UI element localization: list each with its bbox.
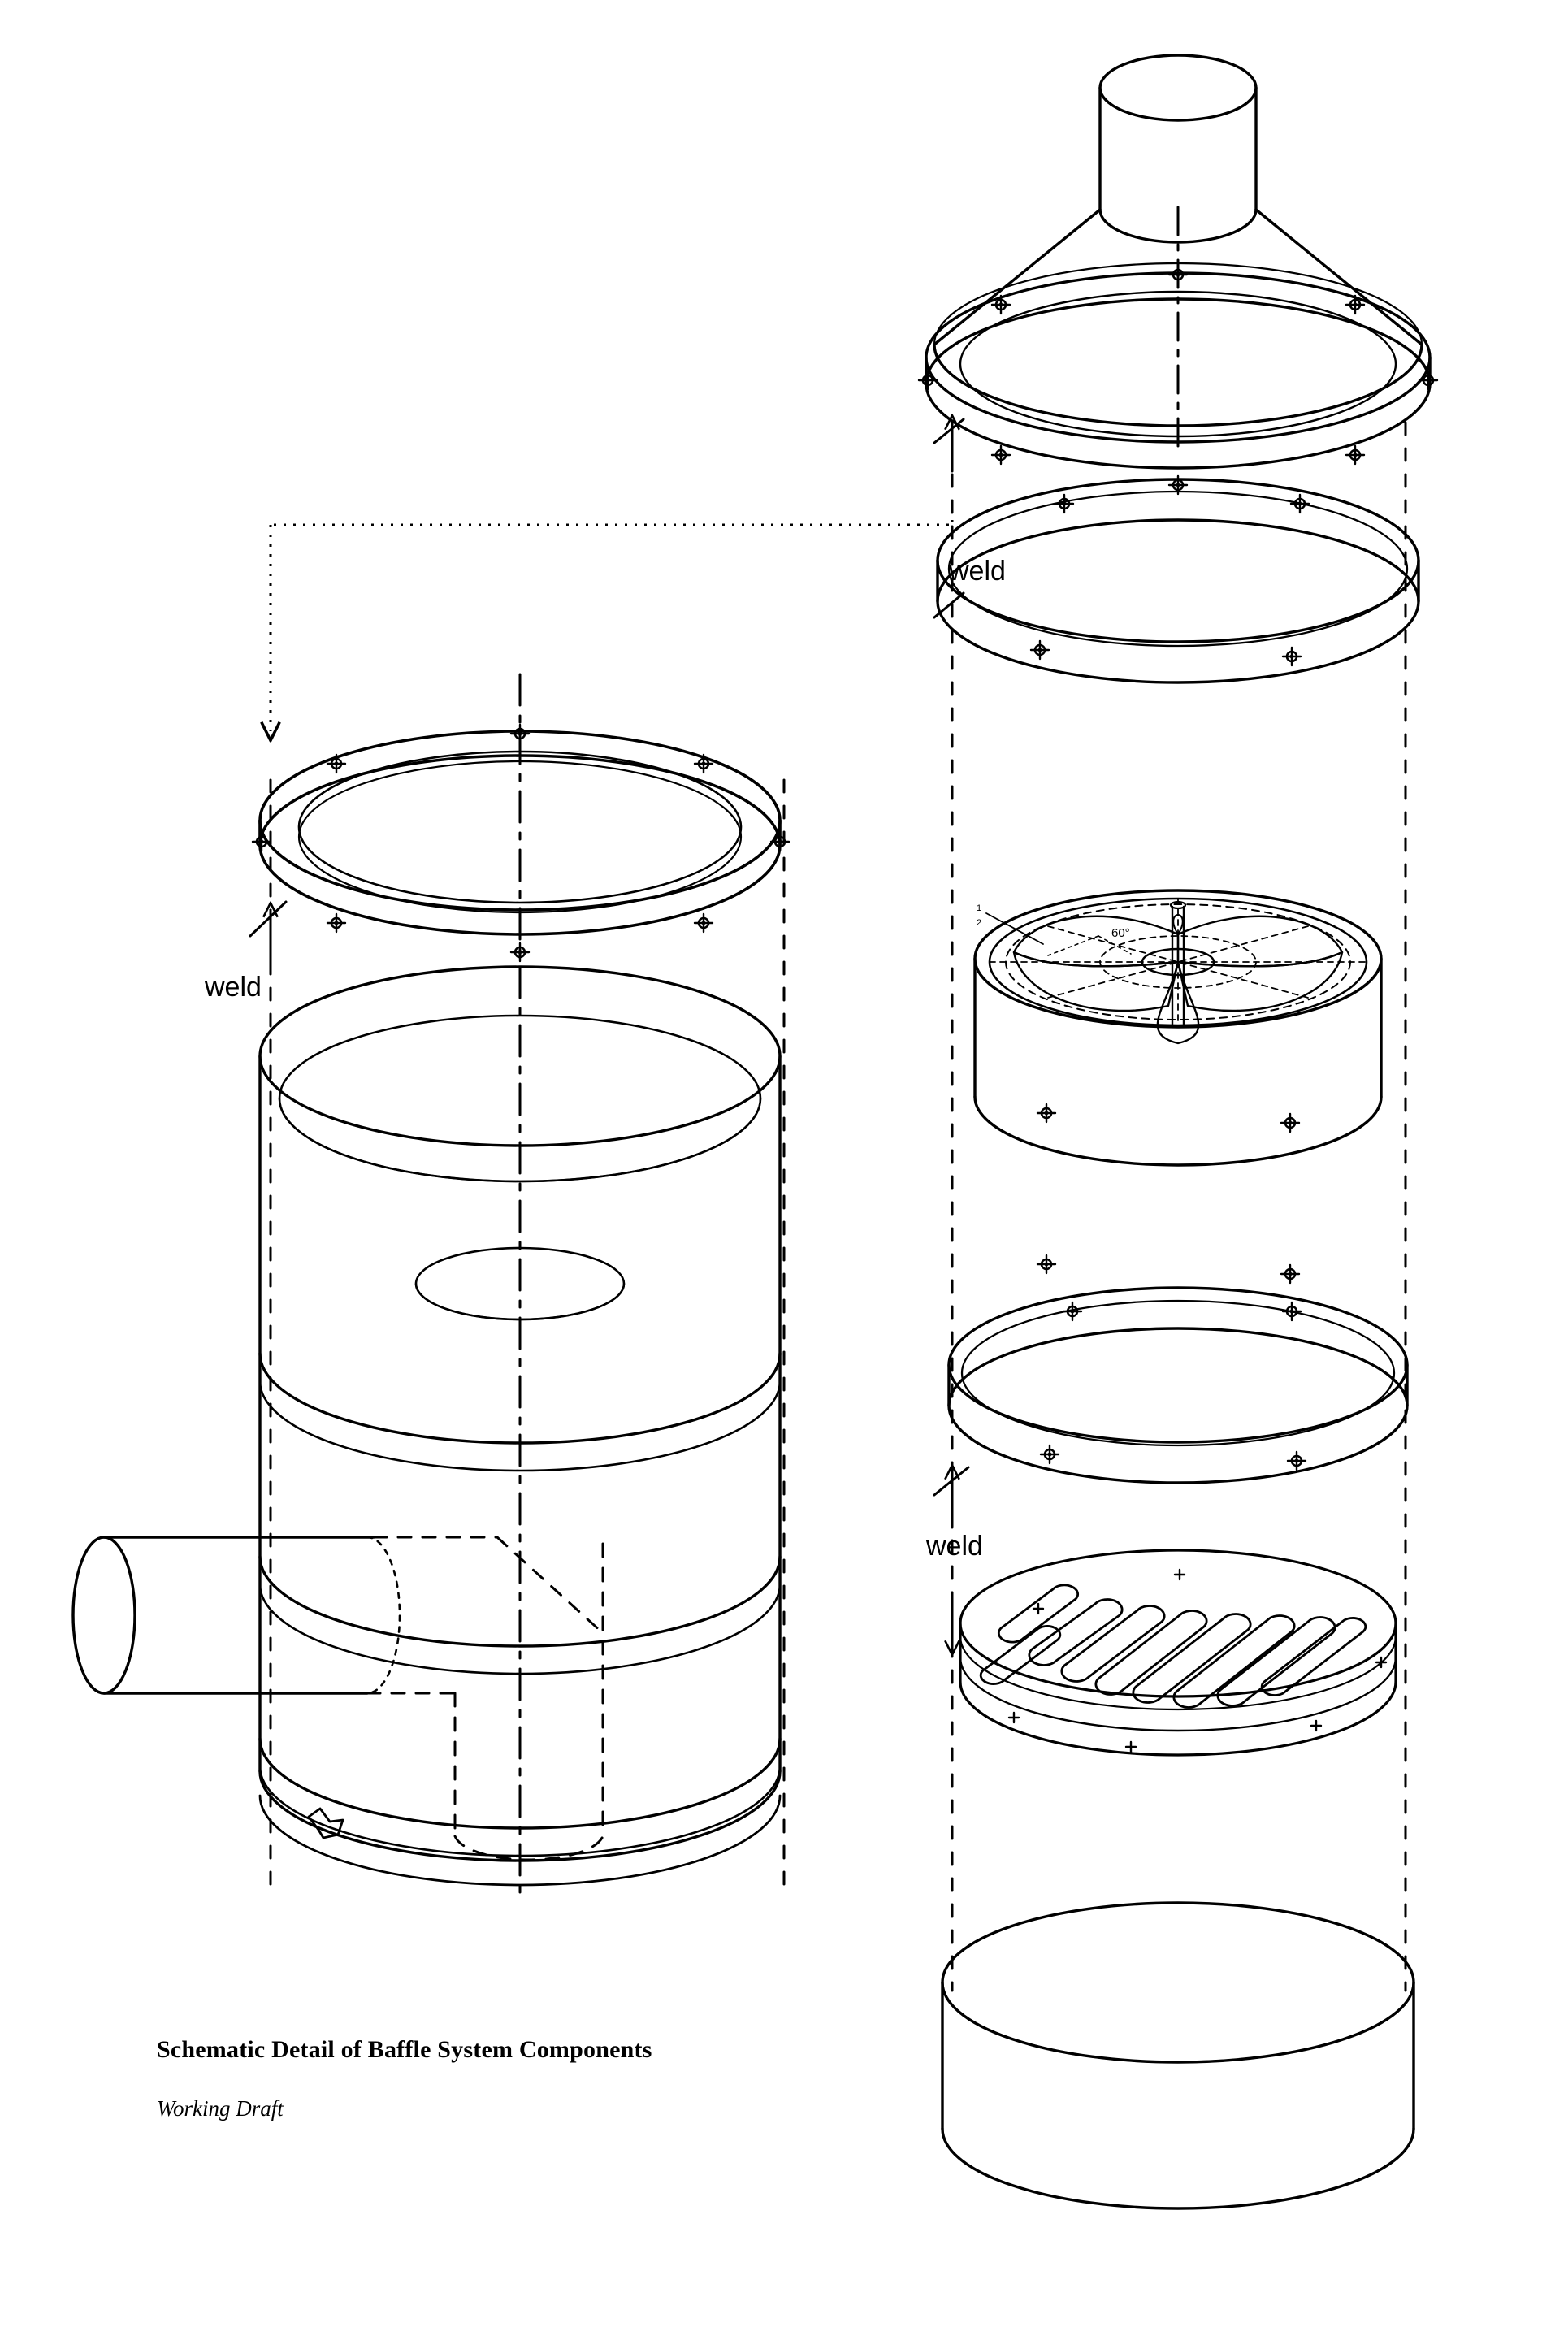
inlet-duct-hidden xyxy=(366,1536,604,1861)
spacer-ring xyxy=(936,478,1420,684)
lower-ring xyxy=(947,1286,1409,1484)
page-title: Schematic Detail of Baffle System Compon… xyxy=(157,2036,652,2063)
cone-to-flange-leader xyxy=(271,520,954,731)
weld-tick-lower-right xyxy=(933,1466,970,1497)
weld-label-left: weld xyxy=(205,972,262,1003)
impeller-housing xyxy=(973,889,1383,1167)
blade-angle-label: 60° xyxy=(1111,926,1130,940)
drum-body xyxy=(258,965,782,1887)
weld-tick-upper-right xyxy=(933,418,965,444)
baffle-plate-fasteners xyxy=(1007,1568,1388,1753)
construction-lines xyxy=(951,421,1407,1992)
impeller-housing-bolts xyxy=(1036,1103,1301,1285)
baffle-plate-slots xyxy=(979,1584,1367,1709)
impeller-callout-leader xyxy=(985,912,1044,945)
impeller-fan xyxy=(988,897,1368,1045)
weld-label-lower-right: weld xyxy=(926,1531,983,1562)
base-collar xyxy=(941,1901,1415,2210)
impeller-callout-1: 1 xyxy=(977,904,982,913)
page-subtitle: Working Draft xyxy=(157,2096,284,2121)
drain-fitting xyxy=(307,1807,344,1840)
inlet-pipe xyxy=(71,1536,401,1695)
weld-label-upper-right: weld xyxy=(949,556,1006,587)
impeller-callout-2: 2 xyxy=(977,918,982,928)
baffle-plate xyxy=(959,1549,1397,1757)
weld-tick-left xyxy=(249,900,288,938)
stack-cylinder xyxy=(1098,54,1258,244)
spacer-ring-weld-tick xyxy=(933,592,965,619)
drum-construction-lines xyxy=(269,778,786,1895)
